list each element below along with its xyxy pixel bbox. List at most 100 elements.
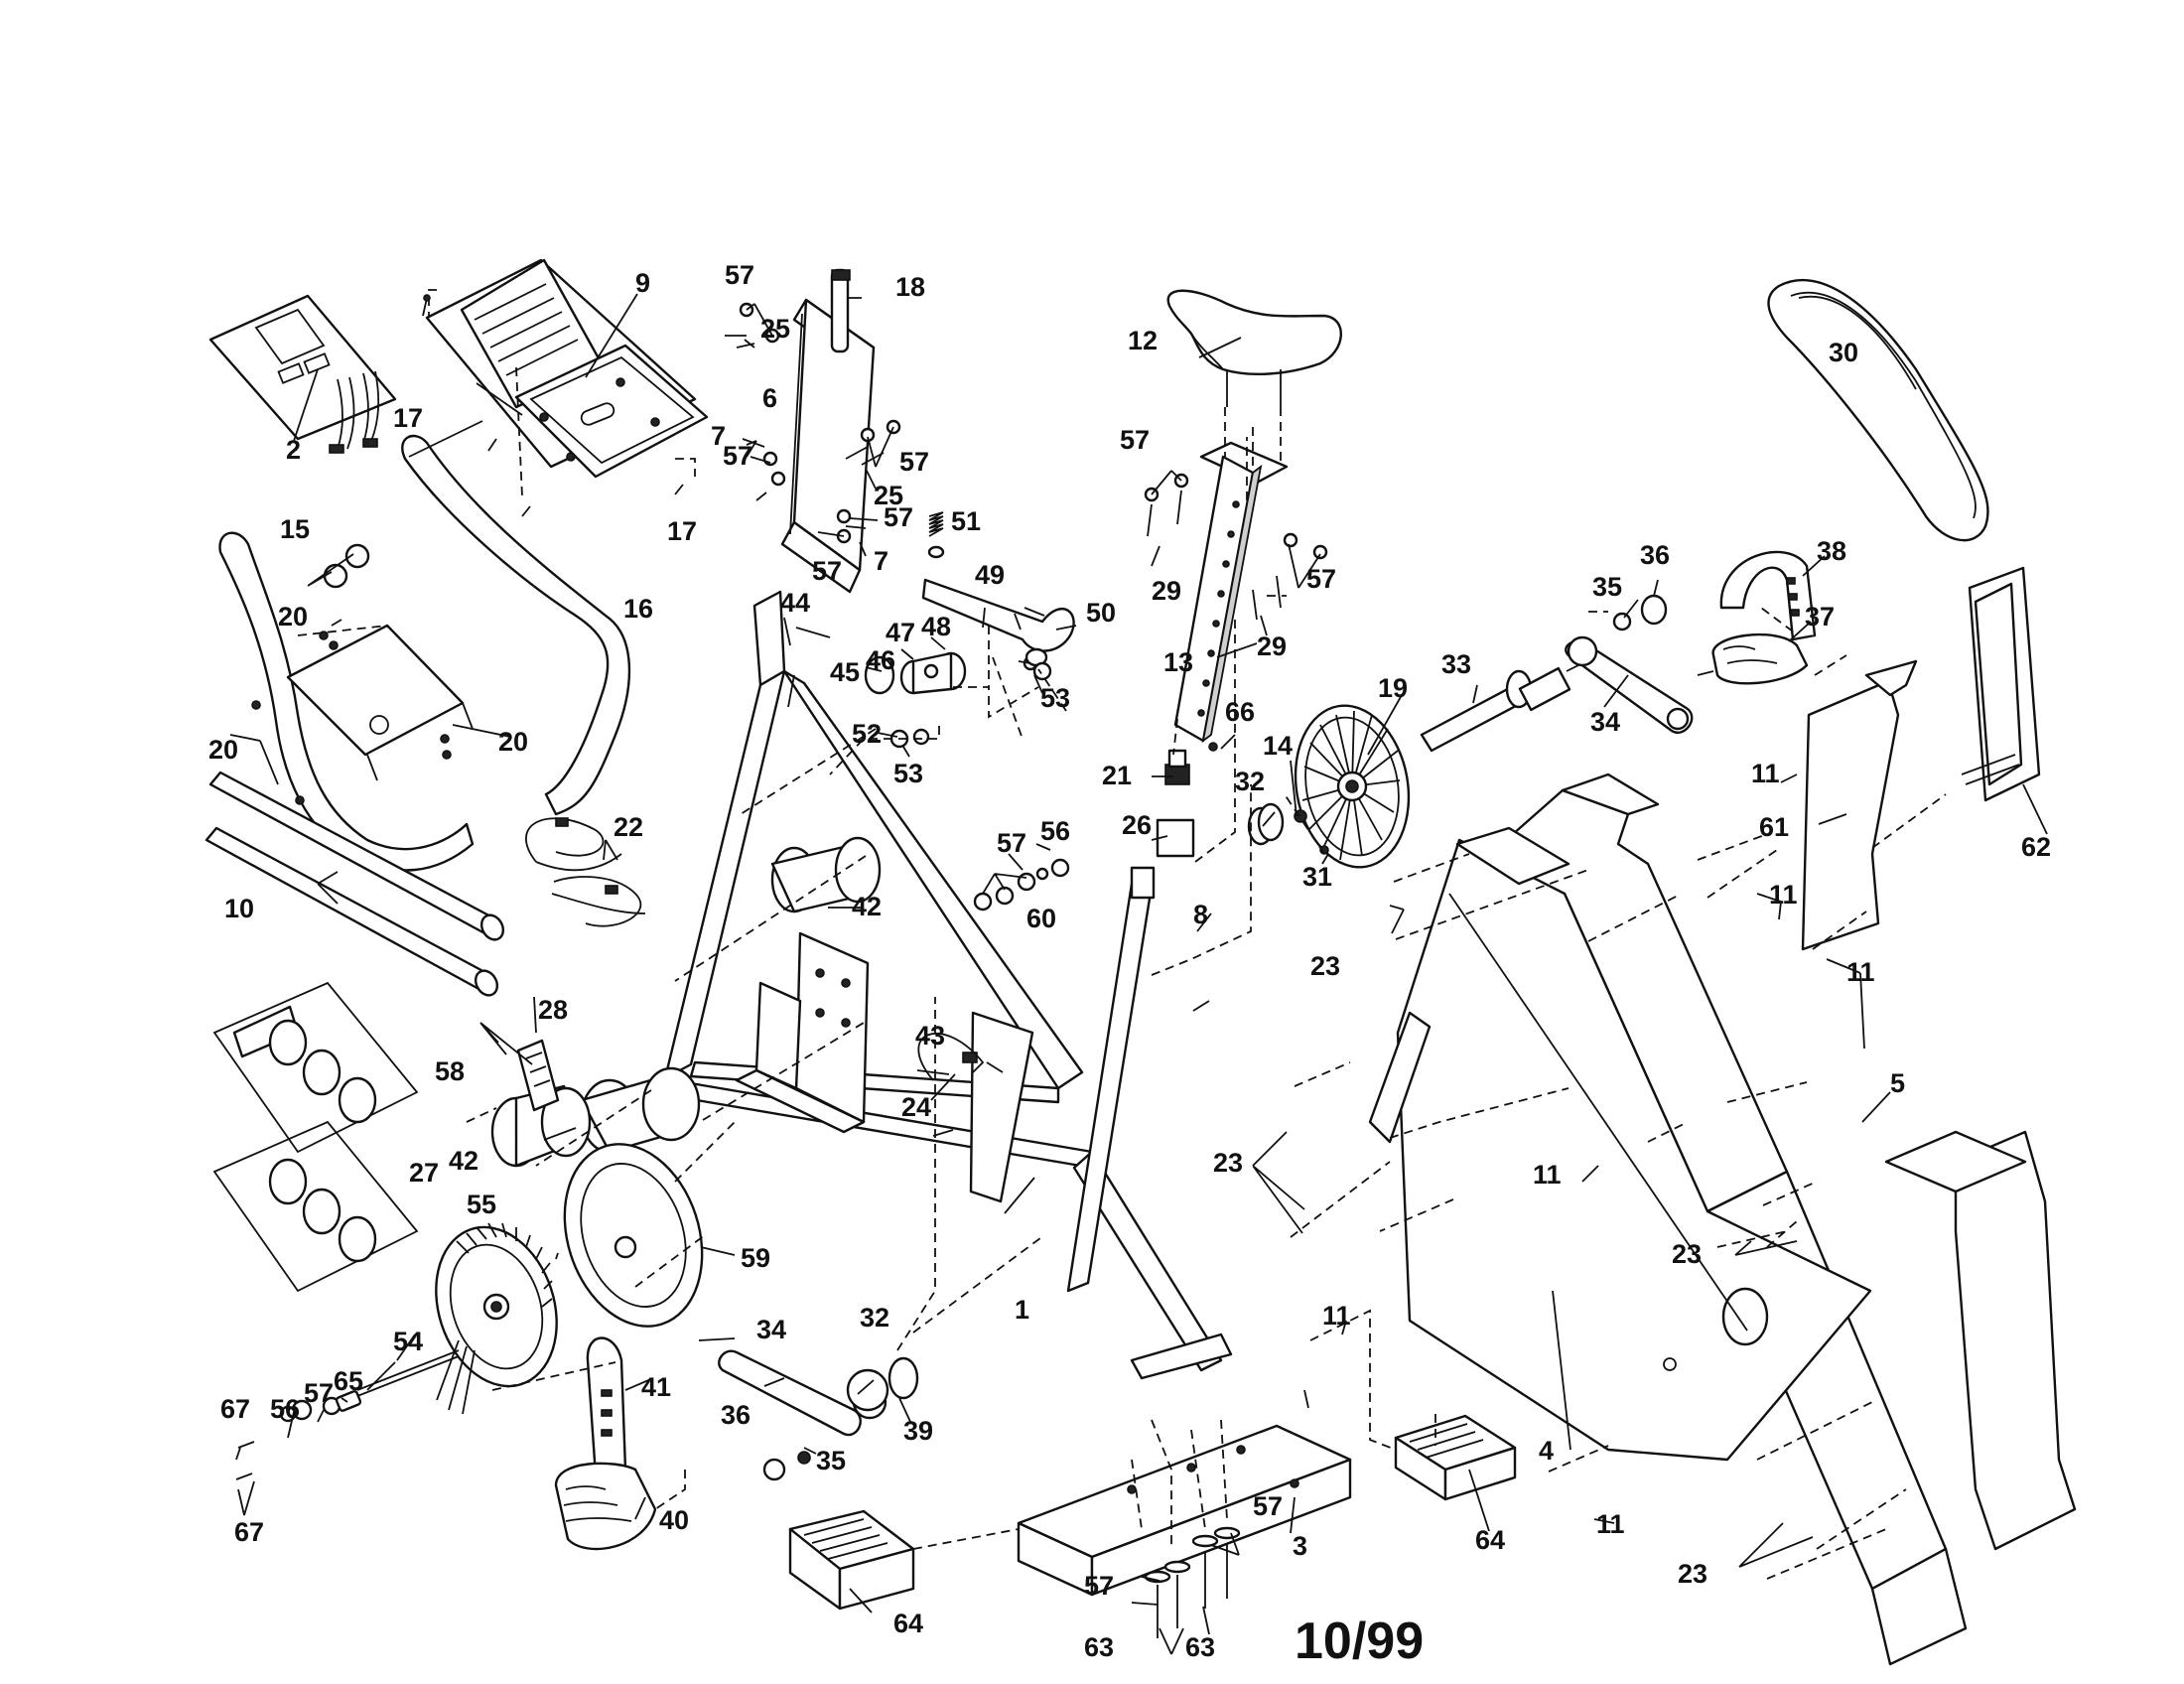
- side-shield-4-part: [1368, 826, 1872, 1462]
- pedal-strap-41-part: [586, 1336, 627, 1477]
- callout-57: 57: [899, 447, 929, 477]
- callout-57: 57: [1084, 1571, 1114, 1601]
- callout-59: 59: [741, 1243, 770, 1273]
- spring-51-part: [927, 511, 945, 559]
- callout-52: 52: [852, 719, 882, 749]
- callout-64: 64: [893, 1609, 923, 1638]
- grips-10-part: [205, 771, 505, 997]
- callout-56: 56: [270, 1394, 300, 1424]
- seat-dash-lines: [1224, 407, 1282, 473]
- callout-25: 25: [874, 481, 903, 510]
- magnet-bracket-27-part: [212, 981, 419, 1293]
- callout-67: 67: [220, 1394, 250, 1424]
- callout-25: 25: [760, 314, 790, 344]
- callout-44: 44: [780, 588, 810, 618]
- callout-54: 54: [393, 1327, 423, 1356]
- pedal-40-part: [554, 1462, 657, 1551]
- callout-61: 61: [1759, 812, 1789, 842]
- handlebar-16-part: [401, 434, 631, 816]
- callout-20: 20: [498, 727, 528, 757]
- shroud-dash-lines: [428, 289, 696, 497]
- callout-66: 66: [1225, 697, 1255, 727]
- callout-12: 12: [1128, 326, 1158, 355]
- sprocket-19-part: [1294, 704, 1411, 869]
- crank-arm-34-part: [1565, 635, 1694, 734]
- callout-53: 53: [893, 759, 923, 788]
- callout-34: 34: [1590, 707, 1620, 737]
- frame-bracket-part: [735, 931, 870, 1134]
- base-stabilizer-3-part: [1017, 1424, 1352, 1597]
- wire-harness-22: [525, 817, 646, 927]
- callout-60: 60: [1026, 904, 1056, 933]
- callout-32: 32: [1235, 767, 1265, 796]
- callout-11: 11: [1751, 759, 1780, 788]
- callout-23: 23: [1213, 1148, 1243, 1178]
- callout-32: 32: [860, 1303, 889, 1333]
- callout-40: 40: [659, 1505, 689, 1535]
- console-display-part: [208, 294, 397, 454]
- callout-13: 13: [1163, 647, 1193, 677]
- callout-6: 6: [762, 383, 777, 413]
- callout-24: 24: [901, 1092, 931, 1122]
- callout-28: 28: [538, 995, 568, 1025]
- leveler-64a-part: [788, 1509, 915, 1611]
- crank-axle-33-part: [1420, 664, 1579, 753]
- callout-48: 48: [921, 612, 951, 641]
- date-code: 10/99: [1295, 1613, 1424, 1670]
- side-shield-62-part: [1961, 566, 2041, 802]
- callout-46: 46: [866, 645, 895, 675]
- callout-11: 11: [1596, 1509, 1625, 1539]
- callout-11: 11: [1322, 1301, 1351, 1331]
- flywheel-55-part: [435, 1222, 558, 1415]
- callout-5: 5: [1890, 1068, 1905, 1098]
- callout-4: 4: [1539, 1436, 1554, 1466]
- callout-36: 36: [721, 1400, 751, 1430]
- callout-9: 9: [635, 268, 650, 298]
- callout-57: 57: [1253, 1491, 1283, 1521]
- callout-35: 35: [1592, 572, 1622, 602]
- callout-11: 11: [1769, 880, 1798, 910]
- callout-53: 53: [1040, 683, 1070, 713]
- callout-47: 47: [886, 618, 915, 647]
- callout-43: 43: [915, 1021, 945, 1051]
- callout-17: 17: [393, 403, 423, 433]
- callout-42: 42: [852, 892, 882, 921]
- callout-8: 8: [1193, 900, 1208, 929]
- bolts-63-icons: [1144, 1526, 1241, 1638]
- magnet-housing-42-part: [580, 836, 882, 1154]
- callout-35: 35: [816, 1446, 846, 1475]
- callout-42: 42: [449, 1146, 478, 1176]
- upright-cover-part: [780, 298, 876, 594]
- callout-57: 57: [1306, 564, 1336, 594]
- brake-arm-49-part: [921, 578, 1075, 652]
- callout-23: 23: [1310, 951, 1340, 981]
- callout-7: 7: [874, 546, 888, 576]
- callout-23: 23: [1678, 1559, 1707, 1589]
- flywheel-59-part: [563, 1143, 704, 1328]
- callout-56: 56: [1040, 816, 1070, 846]
- strap-18-part: [830, 268, 851, 353]
- callout-10: 10: [224, 894, 254, 923]
- bearings-32-14-parts: [1247, 802, 1329, 855]
- screw-17-icons: [422, 294, 684, 517]
- callout-29: 29: [1257, 632, 1287, 661]
- leader-lines: [229, 293, 2048, 1655]
- callout-62: 62: [2021, 832, 2051, 862]
- callout-23: 23: [1672, 1239, 1702, 1269]
- pedal-37-part: [1697, 632, 1809, 685]
- callout-34: 34: [756, 1315, 786, 1344]
- callout-33: 33: [1441, 649, 1471, 679]
- callout-14: 14: [1263, 731, 1293, 761]
- callout-57: 57: [304, 1378, 334, 1408]
- axle-54-part: [235, 1349, 460, 1480]
- pedal-35-36-parts: [1612, 594, 1668, 632]
- seat-hardware-icons: [1144, 473, 1328, 621]
- callout-37: 37: [1805, 602, 1835, 632]
- console-shroud-part: [425, 258, 709, 479]
- callout-7: 7: [711, 421, 726, 451]
- callout-36: 36: [1640, 540, 1670, 570]
- callout-57: 57: [725, 260, 754, 290]
